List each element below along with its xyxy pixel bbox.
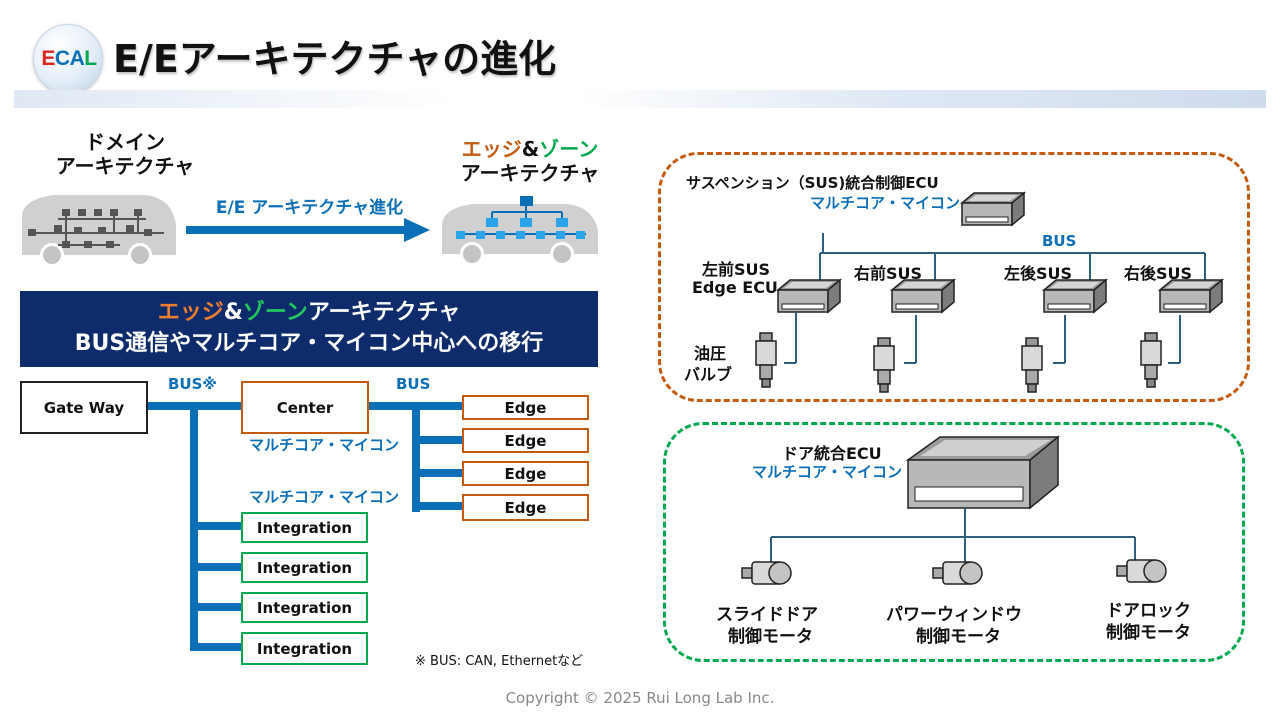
- valve-icon-2: [873, 337, 895, 393]
- sus-rear-left-ecu-icon: [1043, 279, 1107, 313]
- domain-label-line1: ドメイン: [85, 130, 165, 154]
- edge-box-3: Edge: [462, 461, 589, 486]
- power-window-motor-icon: [932, 561, 983, 585]
- integration-box-2: Integration: [241, 552, 368, 583]
- sus-front-left-ecu-icon: [777, 279, 841, 313]
- slide-door-motor-icon: [741, 561, 792, 585]
- multicore-label-center: マルチコア・マイコン: [249, 436, 400, 454]
- door-lock-label-1: ドアロック: [1106, 601, 1191, 621]
- sus-rear-right-ecu-icon: [1159, 279, 1223, 313]
- zone-car-icon: [442, 196, 598, 266]
- bus-footnote: ※ BUS: CAN, Ethernetなど: [415, 654, 584, 669]
- bus-integration-2: [190, 563, 242, 571]
- logo-text: ECAL: [34, 47, 104, 71]
- suspension-panel: [658, 152, 1250, 402]
- sus-front-right-label: 右前SUS: [854, 264, 923, 283]
- bus-edge-trunk: [412, 402, 420, 512]
- logo-letter-a: A: [69, 47, 85, 70]
- page-title: E/Eアーキテクチャの進化: [113, 37, 557, 81]
- multicore-label-integration: マルチコア・マイコン: [249, 488, 400, 506]
- valve-icon-1: [755, 332, 777, 388]
- sus-front-left-label-1: 左前SUS: [702, 260, 771, 279]
- door-panel: [663, 422, 1245, 662]
- power-window-label-1: パワーウィンドウ: [886, 605, 1022, 625]
- sus-rear-right-label: 右後SUS: [1124, 264, 1193, 283]
- evolution-arrow-icon: [186, 218, 430, 242]
- bus-integration-1: [190, 522, 242, 530]
- banner-line2: BUS通信やマルチコア・マイコン中心への移行: [74, 331, 544, 356]
- transition-banner: エッジ&ゾーンアーキテクチャ BUS通信やマルチコア・マイコン中心への移行: [20, 291, 598, 367]
- sus-front-right-ecu-icon: [891, 279, 955, 313]
- bus-edge-4: [412, 502, 463, 510]
- suspension-diagram: [755, 192, 1223, 393]
- edge-box-1: Edge: [462, 395, 589, 420]
- door-diagram: [741, 435, 1167, 585]
- domain-car-icon: [22, 195, 176, 267]
- banner-edge-word: エッジ: [157, 300, 224, 325]
- door-ecu-subtitle: マルチコア・マイコン: [752, 463, 903, 481]
- zone-label-line2: アーキテクチャ: [460, 161, 600, 185]
- sus-ecu-subtitle: マルチコア・マイコン: [810, 194, 961, 212]
- integration-box-1: Integration: [241, 512, 368, 543]
- banner-line1: エッジ&ゾーンアーキテクチャ: [20, 297, 598, 328]
- integration-box-4: Integration: [241, 632, 368, 665]
- bus-left-label: BUS※: [168, 375, 217, 393]
- gateway-box: Gate Way: [20, 381, 148, 434]
- caption-zone-word: ゾーン: [539, 137, 599, 161]
- sus-integrated-ecu-icon: [961, 192, 1025, 226]
- evolution-arrow-label: E/E アーキテクチャ進化: [215, 198, 404, 218]
- banner-architecture-word: アーキテクチャ: [307, 300, 461, 325]
- edge-box-2: Edge: [462, 428, 589, 453]
- domain-label-line2: アーキテクチャ: [55, 154, 195, 178]
- bus-edge-3: [412, 469, 463, 477]
- valve-icon-3: [1021, 337, 1043, 393]
- slide-door-label-2: 制御モータ: [728, 627, 813, 647]
- banner-zone-word: ゾーン: [242, 300, 308, 325]
- caption-amp: &: [521, 137, 540, 161]
- door-lock-motor-icon: [1116, 559, 1167, 583]
- bus-right-label: BUS: [396, 375, 431, 393]
- ecal-logo: ECAL: [33, 24, 103, 94]
- valve-label-1: 油圧: [694, 344, 727, 363]
- door-ecu-title: ドア統合ECU: [782, 444, 882, 463]
- edge-box-4: Edge: [462, 494, 589, 521]
- center-box: Center: [241, 381, 369, 434]
- logo-letter-c: C: [54, 47, 70, 70]
- logo-letter-l: L: [84, 47, 97, 70]
- bus-integration-3: [190, 603, 242, 611]
- sus-bus-label: BUS: [1042, 232, 1077, 250]
- domain-architecture-caption: ドメイン アーキテクチャ: [40, 130, 210, 178]
- valve-icon-4: [1140, 332, 1162, 388]
- edge-zone-caption: エッジ&ゾーン アーキテクチャ: [440, 137, 620, 185]
- slide-door-label-1: スライドドア: [716, 605, 818, 625]
- integration-box-3: Integration: [241, 592, 368, 623]
- door-lock-label-2: 制御モータ: [1106, 623, 1191, 643]
- logo-letter-e: E: [41, 47, 55, 70]
- sus-front-left-label-2: Edge ECU: [692, 278, 778, 297]
- sus-ecu-title: サスペンション（SUS)統合制御ECU: [686, 174, 939, 192]
- power-window-label-2: 制御モータ: [916, 627, 1001, 647]
- title-underline-band: [14, 90, 1266, 108]
- bus-integration-4: [190, 643, 242, 651]
- caption-edge-word: エッジ: [461, 137, 522, 161]
- sus-rear-left-label: 左後SUS: [1004, 264, 1073, 283]
- banner-amp: &: [223, 300, 243, 325]
- copyright: Copyright © 2025 Rui Long Lab Inc.: [505, 689, 775, 707]
- bus-edge-2: [412, 436, 463, 444]
- valve-label-2: バルブ: [684, 365, 733, 384]
